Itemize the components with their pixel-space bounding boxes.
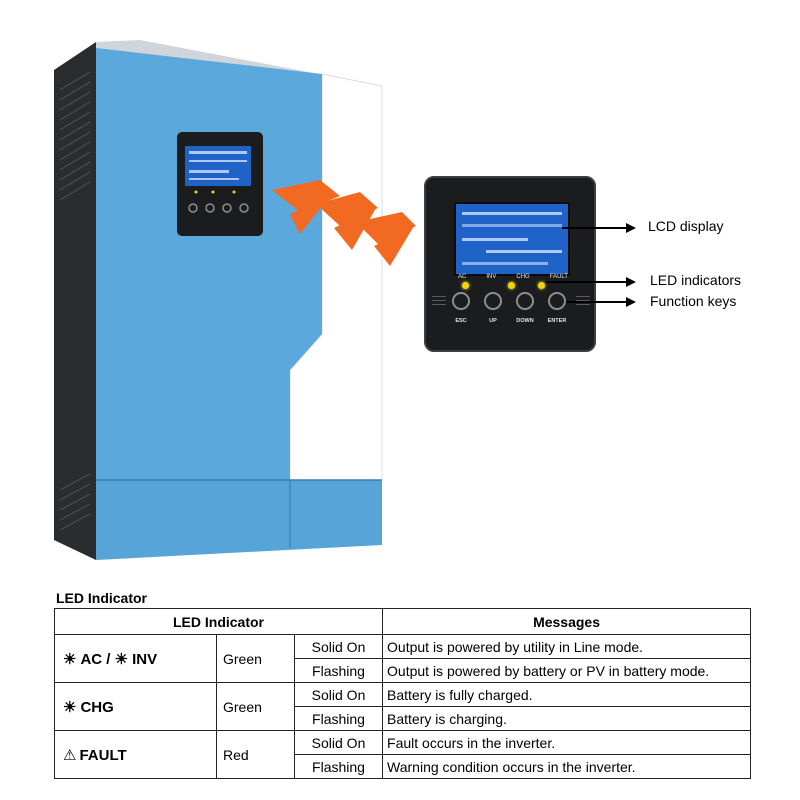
- message-cell: Warning condition occurs in the inverter…: [382, 754, 752, 779]
- led-callout-arrow-icon: [626, 277, 636, 287]
- led-label-chg: CHG: [516, 274, 530, 280]
- message-cell: Battery is fully charged.: [382, 682, 752, 707]
- color-cell: Green: [216, 634, 295, 683]
- message-cell: Output is powered by utility in Line mod…: [382, 634, 752, 659]
- led-ac-inv: [462, 282, 469, 289]
- esc-key[interactable]: [452, 292, 470, 310]
- enter-key-label: ENTER: [547, 318, 567, 324]
- down-key-label: DOWN: [516, 318, 534, 324]
- sun-icon: ☀: [63, 698, 77, 716]
- color-cell: Red: [216, 730, 295, 779]
- table-row: Flashing Warning condition occurs in the…: [55, 754, 752, 779]
- table-row: ☀AC / ☀INV Green Solid On Output is powe…: [54, 634, 752, 683]
- lcd-screen: [454, 202, 570, 276]
- mode-cell: Flashing: [293, 754, 384, 779]
- lcd-callout-arrow-icon: [626, 223, 636, 233]
- message-cell: Output is powered by battery or PV in ba…: [382, 658, 752, 683]
- table-row: Flashing Battery is charging.: [55, 706, 752, 731]
- enter-key[interactable]: [548, 292, 566, 310]
- table-row: ☀CHG Green Solid On Battery is fully cha…: [54, 682, 752, 731]
- mode-cell: Solid On: [293, 730, 384, 755]
- inverter-illustration: AC INV CHG FAULT ESC UP DOWN ENTER LCD d…: [54, 40, 742, 560]
- led-callout-line: [546, 281, 626, 283]
- led-indicator-table: LED Indicator Messages ☀AC / ☀INV Green …: [53, 608, 752, 779]
- led-fault: [538, 282, 545, 289]
- message-cell: Battery is charging.: [382, 706, 752, 731]
- mode-cell: Flashing: [293, 706, 384, 731]
- table-header-row: LED Indicator Messages: [53, 608, 752, 635]
- down-key[interactable]: [516, 292, 534, 310]
- mode-cell: Solid On: [293, 682, 384, 707]
- table-row: ⚠FAULT Red Solid On Fault occurs in the …: [54, 730, 752, 779]
- header-messages: Messages: [382, 608, 752, 635]
- led-label-row: AC INV CHG FAULT: [458, 270, 568, 284]
- keys-callout-arrow-icon: [626, 297, 636, 307]
- mode-cell: Flashing: [293, 658, 384, 683]
- inverter-body-graphic: [54, 40, 416, 560]
- warning-triangle-icon: ⚠: [63, 746, 77, 764]
- mode-cell: Solid On: [293, 634, 384, 659]
- led-label-fault: FAULT: [549, 274, 568, 280]
- keys-callout-line: [566, 301, 626, 303]
- esc-key-label: ESC: [455, 318, 467, 324]
- led-fault-cell: ⚠FAULT: [54, 730, 217, 779]
- color-cell: Green: [216, 682, 295, 731]
- sun-icon: ☀: [63, 650, 77, 668]
- table-row: Flashing Output is powered by battery or…: [55, 658, 752, 683]
- header-led-indicator: LED Indicator: [53, 608, 384, 635]
- led-chg: [508, 282, 515, 289]
- led-label-inv: INV: [486, 274, 497, 280]
- up-key[interactable]: [484, 292, 502, 310]
- section-title: LED Indicator: [56, 590, 148, 606]
- lcd-callout-line: [562, 227, 626, 229]
- control-panel-closeup: AC INV CHG FAULT ESC UP DOWN ENTER: [424, 176, 596, 352]
- led-ac-inv-cell: ☀AC / ☀INV: [54, 634, 217, 683]
- lcd-display-label: LCD display: [648, 218, 724, 234]
- up-key-label: UP: [489, 318, 497, 324]
- led-chg-cell: ☀CHG: [54, 682, 217, 731]
- function-keys-label: Function keys: [650, 293, 737, 309]
- led-indicators-label: LED indicators: [650, 272, 742, 288]
- sun-icon: ☀: [114, 650, 129, 668]
- led-label-ac: AC: [458, 274, 467, 280]
- message-cell: Fault occurs in the inverter.: [382, 730, 752, 755]
